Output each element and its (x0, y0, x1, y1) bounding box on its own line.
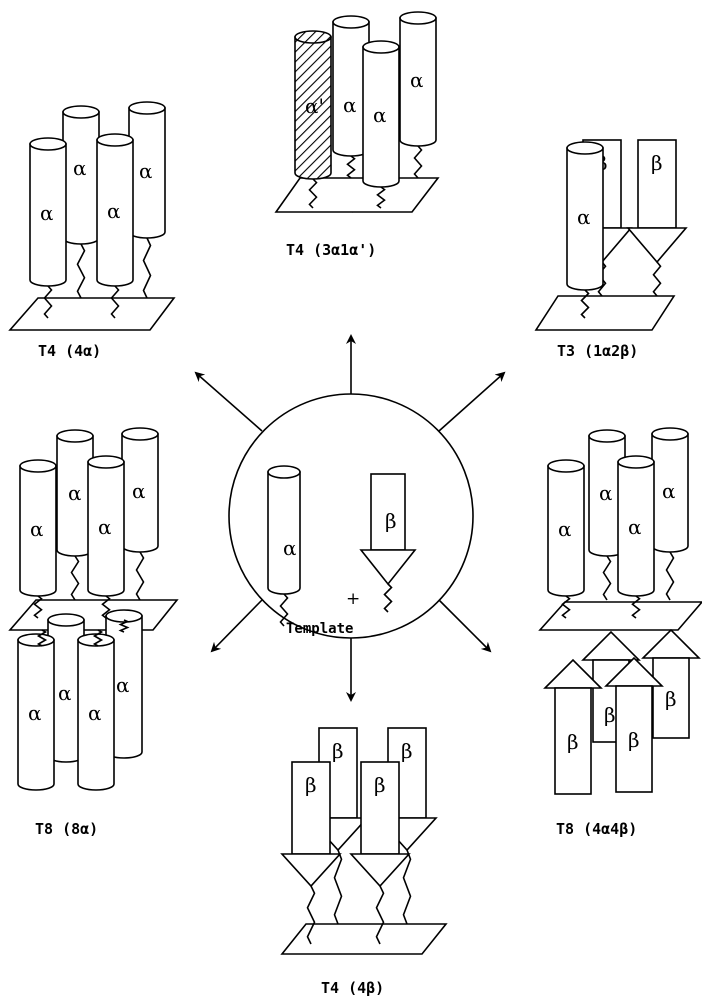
linker (667, 552, 674, 600)
template-plate (282, 924, 446, 954)
alpha-helix-cylinder: α (363, 41, 399, 187)
helix-label: α (68, 481, 82, 505)
helix-label: α' (305, 94, 324, 118)
strand-label: β (665, 687, 677, 711)
strand-label: β (651, 151, 663, 175)
linker (335, 850, 342, 924)
alpha-helix-cylinder: α (78, 634, 114, 790)
caption-t4-3a1a: T4 (3α1α') (286, 241, 376, 259)
alpha-helix-cylinder: α (122, 428, 158, 552)
helix-label: α (373, 103, 387, 127)
linker (654, 262, 661, 296)
linker (348, 156, 355, 178)
alpha-helix-cylinder (268, 466, 300, 594)
arrow-down-left (212, 600, 262, 651)
alpha-helix-cylinder: α (618, 456, 654, 596)
caption-t4-4a: T4 (4α) (38, 342, 101, 360)
caption-t8-4a4b: T8 (4α4β) (556, 820, 637, 838)
helix-label: α (88, 701, 102, 725)
helix-label: α (58, 681, 72, 705)
helix-label: α (73, 156, 87, 180)
helix-label: α (30, 517, 44, 541)
strand-label: β (332, 739, 344, 763)
arrows (196, 336, 504, 700)
template-plate (536, 296, 674, 330)
linker (72, 556, 79, 600)
plus-sign: + (346, 589, 360, 609)
strand-label: β (628, 728, 640, 752)
linker (404, 850, 411, 924)
helix-label: α (107, 199, 121, 223)
helix-label: α (628, 515, 642, 539)
beta-strand-arrow: β (628, 140, 686, 262)
arrow-up-left (196, 373, 262, 431)
helix-label: α (28, 701, 42, 725)
helix-label: α (558, 517, 572, 541)
linker (385, 584, 392, 612)
caption-t3-1a2b: T3 (1α2β) (557, 342, 638, 360)
linker (137, 552, 144, 600)
strand-label: β (401, 739, 413, 763)
assembly-t4-3a1a: αα'αα (276, 12, 438, 212)
strand-label: β (567, 730, 579, 754)
alpha-helix-cylinder: α (18, 634, 54, 790)
strand-label: β (604, 703, 616, 727)
arrow-up-right (439, 373, 504, 431)
template-alpha-label: α (283, 536, 297, 560)
template-beta-label: β (385, 509, 397, 533)
template-circle: α β + Template (229, 394, 473, 638)
helix-label: α (577, 205, 591, 229)
template-plate (276, 178, 438, 212)
helix-label: α (116, 673, 130, 697)
alpha-helix-cylinder: α (652, 428, 688, 552)
alpha-helix-cylinder: α (30, 138, 66, 286)
linker (144, 238, 151, 298)
alpha-helix-cylinder: α (567, 142, 603, 290)
linker (78, 244, 85, 298)
assembly-t3-1a2b: ββα (536, 140, 686, 330)
helix-label: α (98, 515, 112, 539)
alpha-helix-cylinder: α (129, 102, 165, 238)
helix-label: α (343, 93, 357, 117)
linker (604, 556, 611, 600)
caption-t8-8a: T8 (8α) (35, 820, 98, 838)
strand-label: β (305, 773, 317, 797)
alpha-helix-cylinder: α (20, 460, 56, 596)
template-beta-arrow (361, 474, 415, 612)
strand-label: β (374, 773, 386, 797)
template-plate (10, 298, 174, 330)
helix-label: α (132, 479, 146, 503)
linker (415, 146, 422, 178)
helix-label: α (139, 159, 153, 183)
alpha-helix-cylinder: α (548, 460, 584, 596)
alpha-helix-cylinder: α (97, 134, 133, 286)
alpha-helix-cylinder: α (400, 12, 436, 146)
alpha-helix-cylinder: α (88, 456, 124, 596)
caption-t4-4b: T4 (4β) (321, 979, 384, 997)
helix-label: α (599, 481, 613, 505)
hatched-cylinder: α' (295, 31, 331, 179)
helix-label: α (40, 201, 54, 225)
helix-label: α (410, 68, 424, 92)
template-label: Template (286, 621, 353, 637)
arrow-down-right (439, 600, 490, 651)
helix-label: α (662, 479, 676, 503)
